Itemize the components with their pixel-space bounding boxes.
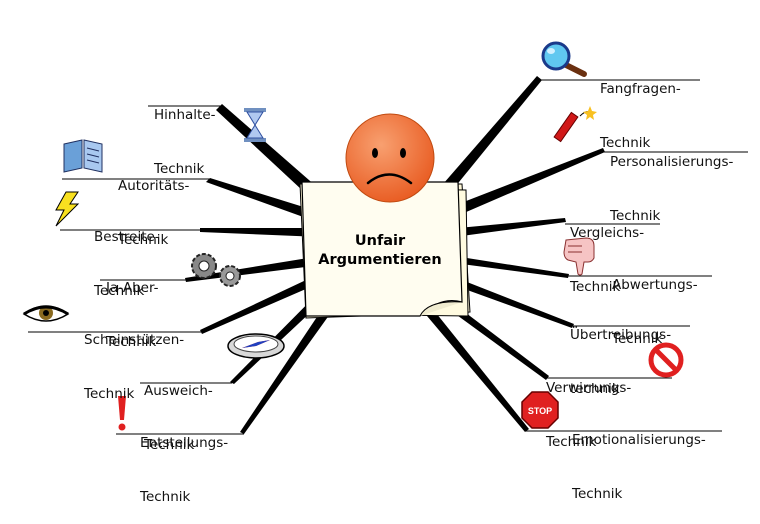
label-line: Technik: [94, 283, 145, 299]
label-hinhalte: Hinhalte- Technik: [154, 70, 216, 196]
label-line: Technik: [106, 334, 157, 350]
label-line: Fangfragen-: [600, 81, 681, 97]
center-note: [299, 181, 471, 319]
thumbs-down-icon: [563, 237, 595, 276]
label-line: Verwirrungs-: [546, 380, 632, 396]
label-line: Technik: [154, 161, 205, 177]
stop-sign-text: STOP: [528, 406, 552, 416]
label-vergleichs: Vergleichs- Technik: [570, 188, 644, 314]
wedge-emotionalisierungs: [400, 278, 529, 432]
label-line: Ausweich-: [144, 383, 213, 399]
label-line: Personalisierungs-: [610, 154, 734, 170]
center-title-line2: Argumentieren: [318, 252, 442, 268]
label-line: Vergleichs-: [570, 225, 645, 241]
label-line: Technik: [84, 386, 135, 402]
label-ausweich: Ausweich- Technik: [144, 346, 213, 472]
mind-map: STOP: [22, 41, 748, 435]
label-fangfragen: Fangfragen- Technik: [600, 44, 681, 170]
magnifier-icon: [541, 41, 587, 77]
label-underlines: [28, 79, 748, 435]
label-bestreite: Bestreite- Technik: [94, 192, 160, 318]
label-line: Bestreite-: [94, 229, 160, 245]
label-line: Emotionalisierungs-: [572, 432, 706, 448]
label-line: Technik: [144, 437, 195, 453]
center-title-line1: Unfair: [354, 233, 406, 249]
label-line: Hinhalte-: [154, 107, 216, 123]
label-line: Technik: [600, 135, 651, 151]
label-line: Technik: [546, 434, 597, 450]
gears-icon: [191, 253, 241, 287]
label-scheinstuetzen: Scheinstützen- Technik: [84, 295, 184, 421]
label-line: Scheinstützen-: [84, 332, 185, 348]
label-uebertreibungs: Übertreibungs- technik: [570, 290, 671, 416]
label-verwirrungs: Verwirrungs- Technik: [546, 343, 631, 469]
label-line: Autoritäts-: [118, 178, 190, 194]
lightning-icon: [55, 191, 80, 227]
label-line: Technik: [140, 489, 191, 505]
label-line: Technik: [570, 279, 621, 295]
label-autoritaets: Autoritäts- Technik: [118, 141, 189, 267]
label-emotionalisierungs: Emotionalisierungs- Technik: [572, 395, 706, 521]
label-entstellungs: Entstellungs- Technik: [140, 398, 228, 524]
prohibited-icon: [648, 342, 684, 378]
label-line: Übertreibungs-: [570, 327, 672, 343]
eye-icon: [22, 305, 70, 322]
sad-face-icon: [345, 113, 435, 203]
label-line: Technik: [612, 331, 663, 347]
center-title: Unfair Argumentieren: [300, 232, 460, 270]
hourglass-icon: [244, 108, 266, 142]
exclamation-icon: [118, 396, 126, 431]
label-abwertungs: Abwertungs- Technik: [612, 240, 698, 366]
stop-sign-icon: STOP: [521, 391, 559, 429]
label-line: Technik: [572, 486, 623, 502]
label-line: Technik: [118, 232, 169, 248]
label-personalisierungs: Personalisierungs- Technik: [610, 117, 733, 243]
label-line: technik: [570, 381, 620, 397]
dynamite-icon: [553, 106, 597, 143]
label-line: Abwertungs-: [612, 277, 698, 293]
label-line: Ja-Aber-: [106, 280, 159, 296]
compass-icon: [227, 333, 285, 359]
label-line: Technik: [610, 208, 661, 224]
book-icon: [63, 139, 103, 173]
label-line: Entstellungs-: [140, 435, 229, 451]
wedge-entstellungs: [240, 281, 350, 434]
label-ja-aber: Ja-Aber- Technik: [106, 243, 159, 369]
